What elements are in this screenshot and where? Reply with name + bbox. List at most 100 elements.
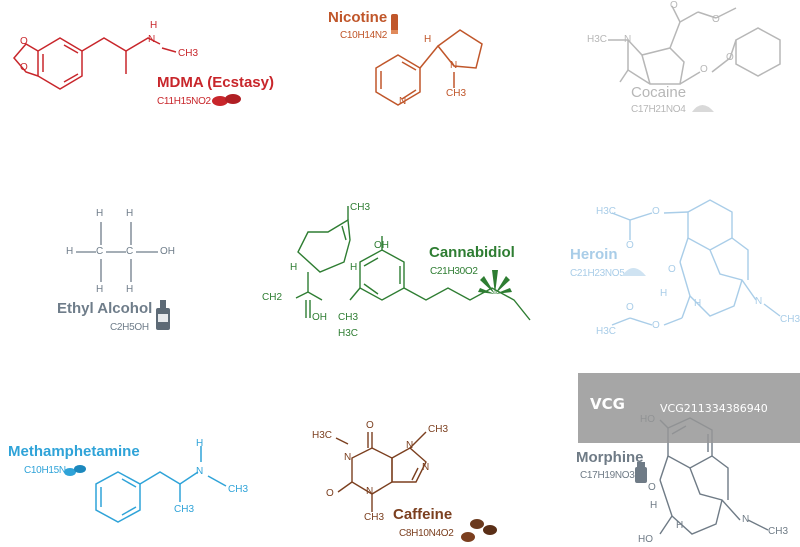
mdma-atom-o2: O [20,62,28,73]
mdma-name: MDMA (Ecstasy) [157,74,274,91]
nicotine-atom-ch3: CH3 [446,88,467,99]
cocaine-atom-h3c: H3C [587,34,608,45]
cocaine-name: Cocaine [631,84,687,101]
meth-atom-ch3-1: CH3 [228,484,249,495]
cbd-atom-oh2: CH3 [338,312,359,323]
morphine-atom-ch3: CH3 [768,526,789,537]
heroin-atom-n: N [755,296,763,307]
ethanol-atom-h5: H [126,284,134,295]
caffeine-name: Caffeine [393,506,453,523]
methamphetamine-formula: C10H15N [24,465,66,476]
heroin-formula: C21H23NO5 [570,268,625,279]
caffeine-atom-o1: O [366,420,374,431]
heroin-atom-ch3: CH3 [780,314,800,325]
watermark-text: VCG211334386940 [660,402,768,415]
caffeine-atom-n2: N [406,440,414,451]
nicotine-atom-h: H [424,34,432,45]
heroin-atom-h3c-1: H3C [596,206,617,217]
heroin-atom-o4: O [626,302,634,313]
heroin-atom-h3c-2: H3C [596,326,617,337]
ethanol-atom-h4: H [96,284,104,295]
nicotine-atom-n1: N [399,96,407,107]
caffeine-atom-n1: N [344,452,352,463]
nicotine-name: Nicotine [328,9,388,26]
ethyl-alcohol-name: Ethyl Alcohol [57,300,153,317]
methamphetamine-name: Methamphetamine [8,443,140,460]
meth-atom-n: N [196,466,204,477]
ethanol-atom-h2: H [126,208,134,219]
morphine-formula: C17H19NO3 [580,470,635,481]
mdma-atom-ch3: CH3 [178,48,199,59]
heroin-atom-h2: H [694,298,702,309]
caffeine-atom-n3: N [422,462,430,473]
cbd-atom-h1: H [290,262,298,273]
morphine-atom-n: N [742,514,750,525]
caffeine-atom-ch3-2: CH3 [364,512,385,523]
cbd-atom-oh1: OH [374,240,389,251]
cbd-atom-h3c: CH2 [262,292,283,303]
heroin-name: Heroin [570,246,618,263]
watermark-box [578,373,800,443]
heroin-atom-o5: O [652,320,660,331]
caffeine-atom-ch3-1: CH3 [428,424,449,435]
caffeine-formula: C8H10N4O2 [399,528,454,539]
cocaine-formula: C17H21NO4 [631,104,686,115]
watermark-logo: VCG [590,395,625,413]
cocaine-atom-o3: O [700,64,708,75]
heroin-atom-o1: O [652,206,660,217]
cannabidiol-name: Cannabidiol [429,244,515,261]
mdma-formula: C11H15NO2 [157,96,211,107]
ethanol-atom-oh: OH [160,246,175,257]
cocaine-atom-o2: O [712,14,720,25]
morphine-atom-h2: H [676,520,684,531]
ethanol-atom-h3: H [66,246,74,257]
caffeine-atom-h3c: H3C [312,430,333,441]
cbd-atom-h2: H [350,262,358,273]
cocaine-atom-n: N [624,34,632,45]
cbd-atom-ch2: OH [312,312,327,323]
cbd-atom-h3: H3C [338,328,359,339]
ethanol-atom-c2: C [126,246,134,257]
cocaine-atom-o1: O [670,0,678,11]
caffeine-atom-n4: N [366,486,374,497]
ethyl-alcohol-formula: C2H5OH [110,322,149,333]
mdma-atom-o1: O [20,36,28,47]
morphine-atom-ho2: HO [638,534,653,545]
ethanol-atom-c1: C [96,246,104,257]
heroin-atom-o2: O [626,240,634,251]
cannabidiol-formula: C21H30O2 [430,266,478,277]
cbd-atom-ch3: CH3 [350,202,371,213]
mdma-atom-n: N [148,34,156,45]
cocaine-atom-o4: O [726,52,734,63]
nicotine-atom-n2: N [450,60,458,71]
heroin-atom-h1: H [660,288,668,299]
morphine-atom-h1: H [650,500,658,511]
caffeine-atom-o2: O [326,488,334,499]
heroin-atom-o3: O [668,264,676,275]
meth-atom-h: H [196,438,204,449]
morphine-name: Morphine [576,449,644,466]
ethanol-atom-h1: H [96,208,104,219]
nicotine-formula: C10H14N2 [340,30,388,41]
morphine-atom-o: O [648,482,656,493]
meth-atom-ch3-2: CH3 [174,504,195,515]
mdma-atom-h: H [150,20,158,31]
